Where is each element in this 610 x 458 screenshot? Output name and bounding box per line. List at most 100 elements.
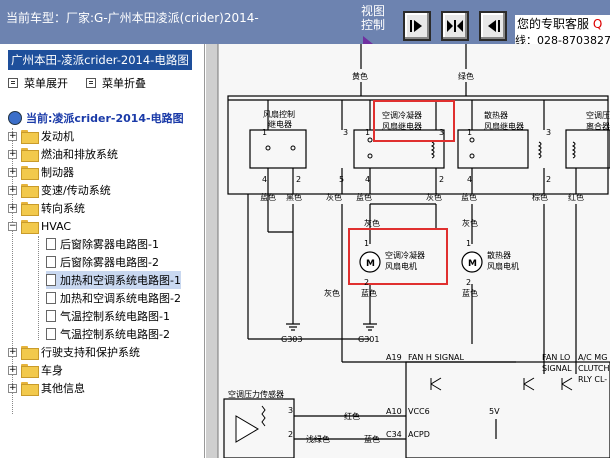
expand-icon[interactable]: +	[8, 364, 17, 375]
signal-label: FAN LO	[542, 353, 570, 362]
expand-all-label: 菜单展开	[24, 77, 68, 90]
sensor-label: 空调压力传感器	[228, 389, 284, 399]
motor-label: 散热器	[487, 250, 511, 260]
expand-icon[interactable]: +	[8, 148, 17, 159]
tree-item-rear-defog-2[interactable]: 后窗除雾器电路图-2	[46, 253, 159, 271]
prev-page-button[interactable]	[479, 11, 507, 41]
tree-item-other[interactable]: + 其他信息	[8, 379, 85, 397]
folder-icon	[21, 364, 39, 378]
wire-label: 红色	[568, 192, 584, 202]
tree-item-engine[interactable]: + 发动机	[8, 127, 74, 145]
wire-label: 红色	[344, 411, 360, 421]
tree-item-label: 变速/传动系统	[41, 184, 111, 197]
voltage-label: 5V	[489, 407, 500, 416]
globe-icon	[8, 111, 22, 125]
document-icon	[46, 328, 56, 340]
wire-label: 蓝色	[462, 288, 478, 298]
next-page-button[interactable]	[403, 11, 431, 41]
view-control-label[interactable]: 视图 控制	[361, 4, 397, 44]
motor-label: 风扇电机	[385, 261, 417, 271]
document-icon	[46, 256, 56, 268]
service-phone: 线：028-8703827	[515, 34, 610, 44]
pin-label: A19	[386, 353, 402, 362]
arrow-left-icon	[488, 20, 500, 32]
tree-root-label: 当前:凌派crider-2014-电路图	[26, 112, 184, 125]
fit-page-button[interactable]	[441, 11, 469, 41]
tree-item-heating-ac-1[interactable]: 加热和空调系统电路图-1	[46, 271, 181, 289]
wire-label: 黑色	[286, 192, 302, 202]
document-icon	[46, 310, 56, 322]
tree-item-heating-ac-2[interactable]: 加热和空调系统电路图-2	[46, 289, 181, 307]
highlight-condenser-relay	[373, 100, 455, 142]
tree-guide-line	[12, 128, 13, 414]
pin-number: 3	[439, 128, 444, 137]
sidebar: 广州本田-凌派crider-2014-电路图 菜单展开 菜单折叠 当前:凌派cr…	[0, 44, 205, 458]
wiring-diagram-viewer[interactable]: M M 黄色 绿色 风扇控制 继电器 空调冷凝器 风扇继电器 散热器	[206, 44, 610, 458]
signal-label: ACPD	[408, 430, 430, 439]
tree-item-climate-2[interactable]: 气温控制系统电路图-2	[46, 325, 170, 343]
wire-label: 黄色	[352, 71, 368, 81]
tree-item-label: 加热和空调系统电路图-1	[60, 274, 181, 287]
folder-icon	[21, 382, 39, 396]
expand-icon[interactable]: +	[8, 382, 17, 393]
tree-item-hvac[interactable]: − HVAC	[8, 217, 71, 235]
tree-item-fuel[interactable]: + 燃油和排放系统	[8, 145, 118, 163]
expand-icon[interactable]: +	[8, 130, 17, 141]
collapse-all-button[interactable]: 菜单折叠	[86, 75, 146, 91]
wire-label: 棕色	[532, 192, 548, 202]
pin-number: 4	[467, 175, 472, 184]
tree-item-label: 后窗除雾器电路图-1	[60, 238, 159, 251]
motor-label: 风扇电机	[487, 261, 519, 271]
signal-label: VCC6	[408, 407, 430, 416]
tree-item-label: 其他信息	[41, 382, 85, 395]
tree-item-steering[interactable]: + 转向系统	[8, 199, 85, 217]
pin-number: 2	[288, 430, 293, 439]
tree-item-climate-1[interactable]: 气温控制系统电路图-1	[46, 307, 170, 325]
document-icon	[46, 274, 56, 286]
expand-all-button[interactable]: 菜单展开	[8, 75, 68, 91]
pin-number: 3	[288, 406, 293, 415]
wire-label: 蓝色	[356, 192, 372, 202]
expand-icon[interactable]: +	[8, 346, 17, 357]
tree-item-rear-defog-1[interactable]: 后窗除雾器电路图-1	[46, 235, 159, 253]
relay-label: 散热器	[484, 110, 508, 120]
tree-item-label: 制动器	[41, 166, 74, 179]
pin-number: 1	[365, 128, 370, 137]
ground-label: G303	[281, 335, 302, 344]
pin-label: C34	[386, 430, 402, 439]
tree-item-body[interactable]: + 车身	[8, 361, 63, 379]
sidebar-toolbar: 菜单展开 菜单折叠	[8, 75, 164, 91]
wire-label: 蓝色	[361, 288, 377, 298]
qq-label[interactable]: Q	[592, 17, 603, 31]
tree-root[interactable]: 当前:凌派crider-2014-电路图	[8, 109, 184, 127]
folder-icon	[21, 346, 39, 360]
tree-item-transmission[interactable]: + 变速/传动系统	[8, 181, 111, 199]
corner-marker-icon	[363, 36, 373, 44]
motor-symbol: M	[366, 259, 375, 269]
motor-label: 空调冷凝器	[385, 250, 425, 260]
expand-icon[interactable]: +	[8, 184, 17, 195]
expand-icon[interactable]: +	[8, 202, 17, 213]
tree-item-brakes[interactable]: + 制动器	[8, 163, 74, 181]
relay-label: 离合器	[586, 121, 610, 131]
pin-number: 4	[262, 175, 267, 184]
signal-label: FAN H SIGNAL	[408, 353, 465, 362]
radiator-fan-motor	[461, 251, 483, 273]
pin-number: 2	[466, 278, 471, 287]
relay-label: 风扇继电器	[382, 121, 422, 131]
motor-symbol: M	[468, 259, 477, 269]
tree-item-driving-support[interactable]: + 行驶支持和保护系统	[8, 343, 140, 361]
diagram-scrollbar[interactable]	[206, 44, 218, 458]
title-bar: 当前车型：厂家:G-广州本田凌派(crider)2014- 视图 控制 您的专职…	[0, 0, 610, 44]
pin-number: 1	[467, 128, 472, 137]
collapse-icon[interactable]: −	[8, 220, 17, 231]
pin-number: 2	[439, 175, 444, 184]
tree-item-label: 气温控制系统电路图-1	[60, 310, 170, 323]
tree-item-label: 转向系统	[41, 202, 85, 215]
signal-label: SIGNAL	[542, 364, 572, 373]
expand-icon[interactable]: +	[8, 166, 17, 177]
pin-number: 1	[466, 239, 471, 248]
wire-label: 灰色	[364, 218, 380, 228]
wire-label: 蓝色	[260, 192, 276, 202]
ground-label: G301	[358, 335, 379, 344]
